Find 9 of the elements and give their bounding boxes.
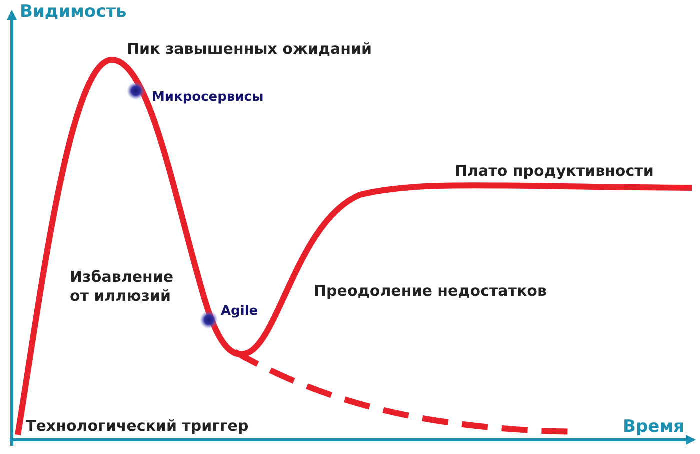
- point-label: Микросервисы: [152, 89, 264, 107]
- axis-label: Время: [623, 418, 684, 437]
- point-label: Agile: [221, 303, 258, 321]
- phase-label: Преодоление недостатков: [314, 282, 547, 301]
- phase-label: Технологический триггер: [26, 417, 249, 436]
- phase-label: Пик завышенных ожиданий: [127, 40, 372, 59]
- phase-label: Плато продуктивности: [455, 162, 654, 181]
- axis-label: Видимость: [20, 3, 127, 22]
- phase-label: Избавление от иллюзий: [70, 268, 175, 306]
